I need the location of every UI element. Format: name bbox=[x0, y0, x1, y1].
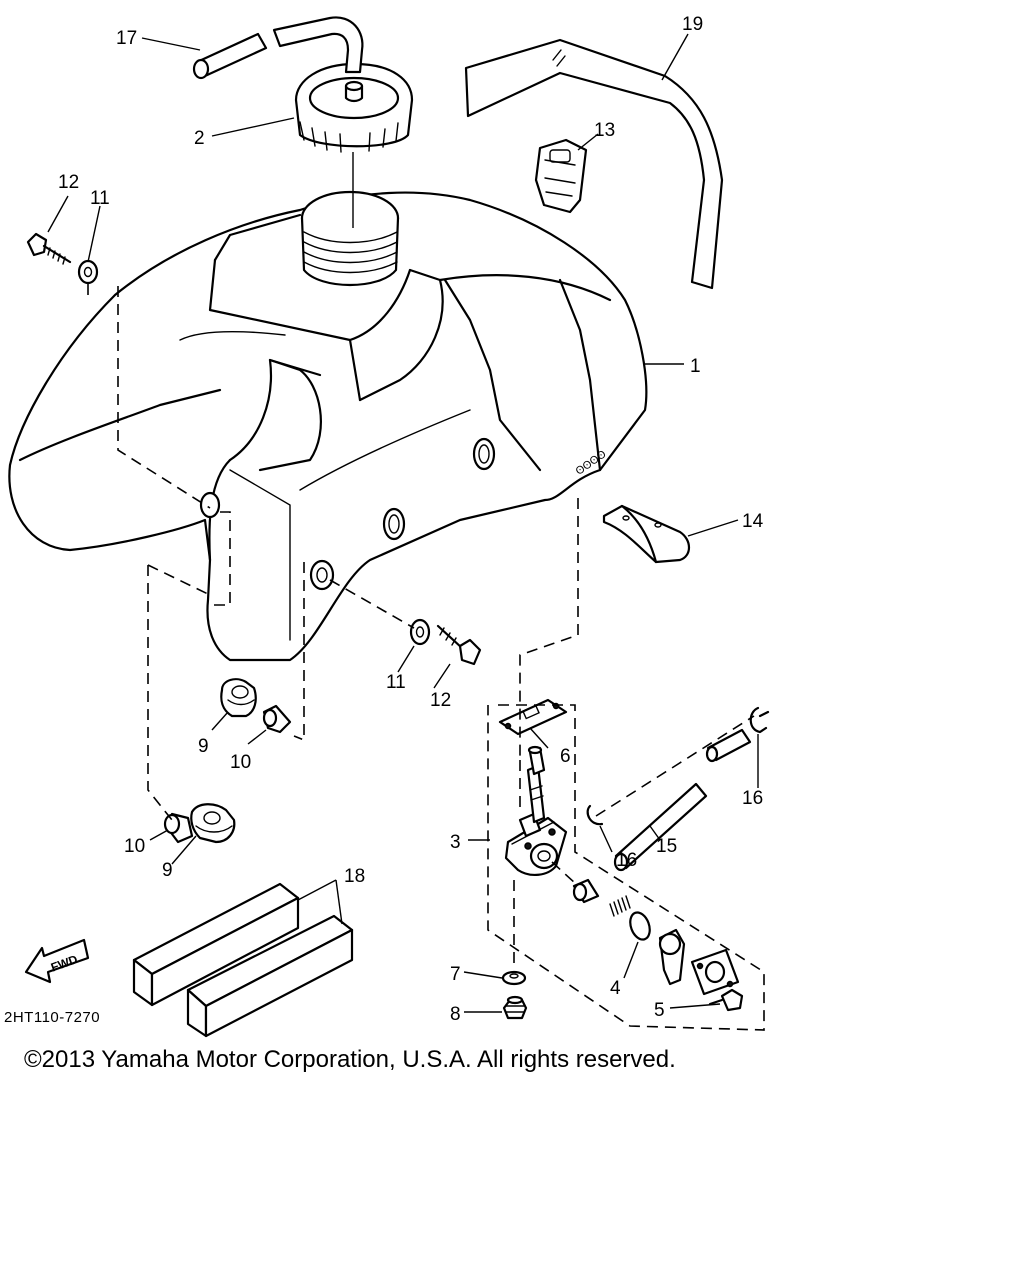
spring bbox=[609, 895, 631, 917]
callout-15: 15 bbox=[656, 836, 677, 857]
grommet-upper bbox=[220, 678, 257, 718]
callout-12-mid: 12 bbox=[430, 690, 451, 711]
screw bbox=[708, 988, 744, 1012]
o-ring bbox=[629, 911, 651, 941]
callout-2: 2 bbox=[194, 128, 205, 149]
callout-9-lower: 9 bbox=[162, 860, 173, 881]
fuel-cap bbox=[294, 62, 414, 153]
callout-17: 17 bbox=[116, 28, 137, 49]
breather-hose bbox=[192, 16, 364, 80]
callout-7: 7 bbox=[450, 964, 461, 985]
washer-mid bbox=[409, 618, 431, 646]
callout-11-mid: 11 bbox=[386, 672, 406, 693]
lever bbox=[658, 928, 686, 986]
leader-lines bbox=[47, 33, 759, 1013]
callout-18: 18 bbox=[344, 866, 365, 887]
reference-code: 2HT110-7270 bbox=[4, 1009, 100, 1026]
copyright-notice: ©2013 Yamaha Motor Corporation, U.S.A. A… bbox=[24, 1046, 676, 1073]
bolt-top bbox=[26, 232, 72, 265]
collar-upper bbox=[262, 704, 292, 734]
fuel-pipe bbox=[613, 728, 752, 872]
damper-block-lower bbox=[186, 914, 354, 1038]
callout-3: 3 bbox=[450, 832, 461, 853]
callout-8: 8 bbox=[450, 1004, 461, 1025]
grommet-lower bbox=[190, 803, 236, 844]
damper-block-upper bbox=[132, 882, 300, 1007]
drain-screw bbox=[502, 995, 528, 1020]
callout-11-top: 11 bbox=[90, 188, 110, 209]
callout-16-lower: 16 bbox=[616, 850, 637, 871]
callout-6: 6 bbox=[560, 746, 571, 767]
lever-spring bbox=[572, 878, 600, 904]
fuel-tank: ʘʘʘʘ bbox=[8, 190, 648, 662]
assembly-dashed-lines bbox=[87, 284, 765, 1031]
tank-bracket bbox=[602, 504, 691, 564]
hose-clip-lower bbox=[586, 804, 604, 826]
hose-clip-upper bbox=[749, 706, 770, 734]
fuel-cock bbox=[504, 745, 568, 876]
callout-4: 4 bbox=[610, 978, 621, 999]
callout-1: 1 bbox=[690, 356, 701, 377]
callout-5: 5 bbox=[654, 1000, 665, 1021]
drain-washer bbox=[501, 970, 527, 986]
callout-10-upper: 10 bbox=[230, 752, 251, 773]
fwd-arrow-icon: FWD bbox=[24, 938, 90, 984]
collar-lower bbox=[163, 812, 194, 844]
clip bbox=[534, 138, 588, 214]
seal-strip bbox=[464, 38, 724, 290]
callout-10-lower: 10 bbox=[124, 836, 145, 857]
bolt-mid-dashline bbox=[329, 579, 415, 629]
callout-12-top: 12 bbox=[58, 172, 79, 193]
bolt-mid bbox=[436, 624, 482, 666]
callout-19: 19 bbox=[682, 14, 703, 35]
callout-13: 13 bbox=[594, 120, 615, 141]
callout-9-upper: 9 bbox=[198, 736, 209, 757]
cover-plate bbox=[690, 948, 740, 996]
callout-labels: 1 2 3 4 5 6 7 8 9 9 10 10 11 11 12 12 13… bbox=[58, 14, 764, 1025]
callout-16-upper: 16 bbox=[742, 788, 763, 809]
callout-14: 14 bbox=[742, 511, 764, 532]
washer-top bbox=[77, 259, 99, 285]
fuel-tank-exploded-diagram: ʘʘʘʘ bbox=[4, 14, 770, 1038]
